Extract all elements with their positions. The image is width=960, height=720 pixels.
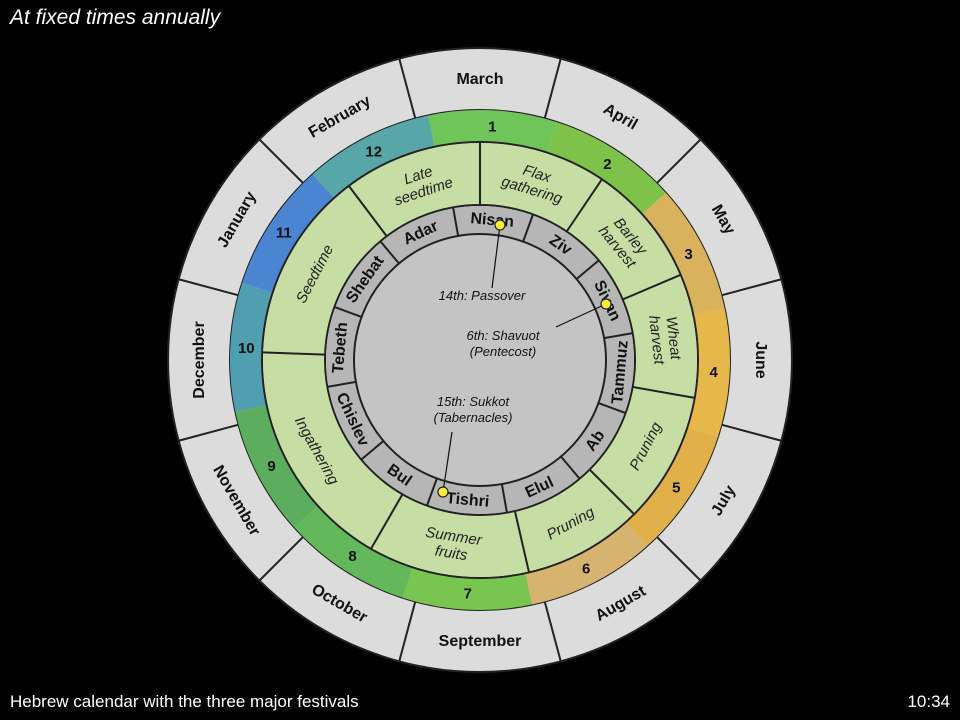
gregorian-month-march: March <box>456 71 503 88</box>
month-divider <box>178 278 239 297</box>
hebrew-month-tammuz: Tammuz <box>609 340 631 405</box>
festival-label-line: 14th: Passover <box>439 288 526 303</box>
month-number-1: 1 <box>488 118 496 135</box>
season-divider <box>262 351 326 356</box>
festival-label-line: 15th: Sukkot <box>437 394 511 409</box>
month-divider <box>398 601 417 662</box>
hebrew-month-tebeth: Tebeth <box>330 322 351 375</box>
hebrew-divider <box>452 207 460 237</box>
hebrew-divider <box>522 214 534 242</box>
season-summer-fruits-line: fruits <box>434 543 469 565</box>
center-disc <box>353 233 607 487</box>
month-number-segment <box>242 174 335 293</box>
month-number-3: 3 <box>684 246 692 263</box>
month-divider <box>721 423 782 442</box>
month-number-5: 5 <box>672 479 680 496</box>
festival-leader-line <box>555 303 607 328</box>
month-number-segment <box>312 115 435 198</box>
slide-title: At fixed times annually <box>10 6 221 29</box>
ring-border <box>324 204 636 516</box>
festival-dot <box>494 219 506 231</box>
month-number-7: 7 <box>464 586 472 603</box>
festival-leader-line <box>442 431 453 493</box>
gregorian-month-september-line: September <box>439 633 522 650</box>
gregorian-month-december: December <box>191 321 208 398</box>
festival-dot <box>600 298 612 310</box>
month-number-6: 6 <box>582 560 590 577</box>
month-number-segment <box>525 522 648 605</box>
season-divider <box>588 468 635 515</box>
hebrew-month-tammuz-line: Tammuz <box>609 340 631 405</box>
hebrew-divider <box>575 259 600 280</box>
season-wheat-harvest: Wheatharvest <box>645 313 684 367</box>
hebrew-month-tishri: Tishri <box>445 490 490 511</box>
month-divider <box>656 536 702 582</box>
month-number-2: 2 <box>603 156 611 173</box>
gregorian-month-march-line: March <box>456 71 503 88</box>
hebrew-divider <box>598 402 626 414</box>
season-wheat-harvest-line: harvest <box>645 315 668 367</box>
hebrew-month-tishri-line: Tishri <box>445 490 490 511</box>
month-divider <box>178 423 239 442</box>
month-number-segment <box>642 192 725 315</box>
gregorian-month-december-line: December <box>191 321 208 398</box>
hebrew-divider <box>500 483 508 513</box>
festival-label: 15th: Sukkot(Tabernacles) <box>433 394 512 425</box>
season-divider <box>565 178 603 233</box>
month-divider <box>721 278 782 297</box>
festival-dot <box>437 486 449 498</box>
season-barley-harvest: Barleyharvest <box>595 212 653 272</box>
month-divider <box>543 601 562 662</box>
hebrew-divider <box>379 240 400 265</box>
hebrew-divider <box>327 380 357 388</box>
month-number-12: 12 <box>365 144 382 161</box>
season-divider <box>622 273 682 301</box>
month-divider <box>258 138 304 184</box>
festival-label-line: 6th: Shavuot <box>467 328 541 343</box>
month-number-11: 11 <box>276 225 292 242</box>
hebrew-divider <box>603 332 633 340</box>
month-divider <box>543 58 562 119</box>
season-divider <box>513 510 531 573</box>
month-number-10: 10 <box>238 340 255 357</box>
hebrew-divider <box>426 478 438 506</box>
hebrew-divider <box>334 306 362 318</box>
month-divider <box>258 536 304 582</box>
festival-leader-line <box>491 224 501 289</box>
season-divider <box>370 493 404 550</box>
month-divider <box>398 58 417 119</box>
month-number-segment <box>547 122 666 215</box>
season-divider <box>348 185 388 237</box>
season-divider <box>632 385 695 399</box>
caption: Hebrew calendar with the three major fes… <box>10 692 359 711</box>
festival-label: 14th: Passover <box>439 288 526 303</box>
month-number-segment <box>235 405 318 528</box>
festival-label: 6th: Shavuot(Pentecost) <box>467 328 541 359</box>
gregorian-month-june-line: June <box>752 341 769 378</box>
month-number-segment <box>294 505 413 598</box>
month-number-8: 8 <box>348 548 356 565</box>
hebrew-month-tebeth-line: Tebeth <box>330 322 351 375</box>
hebrew-divider <box>560 455 581 480</box>
hebrew-divider <box>360 440 385 461</box>
festival-label-line: (Tabernacles) <box>433 410 512 425</box>
gregorian-month-june: June <box>752 341 769 378</box>
season-wheat-harvest-line: Wheat <box>662 315 684 361</box>
festival-markers: 14th: Passover 6th: Shavuot(Pentecost) 15t… <box>433 219 612 498</box>
month-number-4: 4 <box>710 364 719 381</box>
gregorian-month-september: September <box>439 633 522 650</box>
festival-label-line: (Pentecost) <box>470 344 536 359</box>
month-number-segment <box>625 427 718 546</box>
month-number-9: 9 <box>267 458 275 475</box>
clock: 10:34 <box>907 692 950 711</box>
month-divider <box>656 138 702 184</box>
